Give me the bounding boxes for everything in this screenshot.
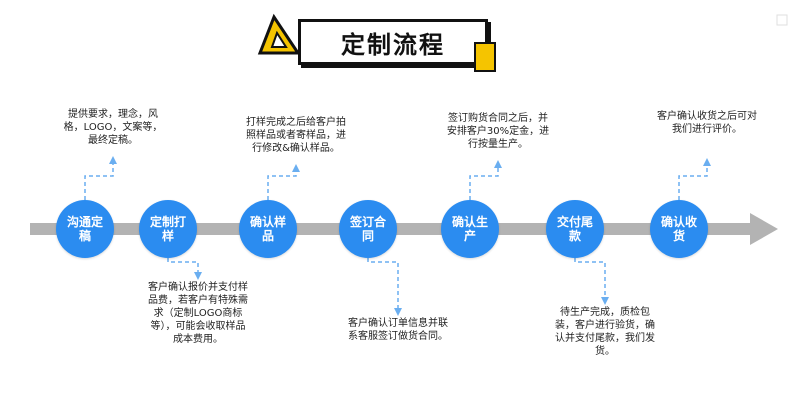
yellow-square-decoration	[474, 42, 496, 72]
connector-line-6	[574, 258, 606, 300]
connector-line-4	[367, 258, 399, 311]
step-note-3: 打样完成之后给客户拍 照样品或者寄样品，进 行修改&确认样品。	[246, 117, 346, 154]
corner-mark-icon	[776, 14, 788, 26]
step-node-2: 定制打样	[139, 200, 197, 258]
connector-arrowhead-1	[109, 156, 117, 164]
triangle-ruler-icon	[257, 13, 301, 55]
connector-line-2	[167, 258, 199, 275]
connector-arrowhead-2	[194, 272, 202, 280]
step-note-5: 签订购货合同之后，并 安排客户30%定金，进 行按量生产。	[446, 113, 550, 150]
connector-line-1	[84, 162, 114, 200]
step-node-6: 交付尾款	[546, 200, 604, 258]
step-node-1: 沟通定稿	[56, 200, 114, 258]
step-label: 定制打样	[149, 215, 186, 243]
step-label: 签订合同	[349, 215, 386, 243]
step-note-2: 客户确认报价并支付样 品费，若客户有特殊需 求（定制LOGO商标 等），可能会收…	[148, 282, 248, 345]
step-note-7: 客户确认收货之后可对 我们进行评价。	[657, 111, 757, 135]
connector-line-5	[469, 166, 499, 200]
title-box: 定制流程	[298, 19, 488, 65]
connector-arrowhead-7	[703, 158, 711, 166]
step-node-4: 签订合同	[339, 200, 397, 258]
step-note-6: 待生产完成，质检包 装，客户进行验货，确 认并支付尾款，我们发 货。	[555, 307, 655, 357]
step-node-3: 确认样品	[239, 200, 297, 258]
connector-line-7	[678, 164, 708, 200]
step-note-4: 客户确认订单信息并联 系客服签订做货合同。	[348, 318, 448, 342]
step-note-1: 提供要求，理念，风 格，LOGO，文案等， 最终定稿。	[63, 109, 163, 146]
connector-arrowhead-4	[394, 308, 402, 316]
step-label: 确认样品	[249, 215, 286, 243]
step-label: 确认收货	[660, 215, 697, 243]
page-title: 定制流程	[341, 30, 445, 59]
step-node-7: 确认收货	[650, 200, 708, 258]
step-label: 交付尾款	[556, 215, 593, 243]
connector-arrowhead-5	[494, 160, 502, 168]
step-node-5: 确认生产	[441, 200, 499, 258]
connector-line-3	[267, 170, 297, 200]
timeline-arrow-head	[750, 213, 778, 245]
step-label: 确认生产	[451, 215, 488, 243]
step-label: 沟通定稿	[66, 215, 103, 243]
connector-arrowhead-6	[601, 297, 609, 305]
connector-arrowhead-3	[292, 164, 300, 172]
